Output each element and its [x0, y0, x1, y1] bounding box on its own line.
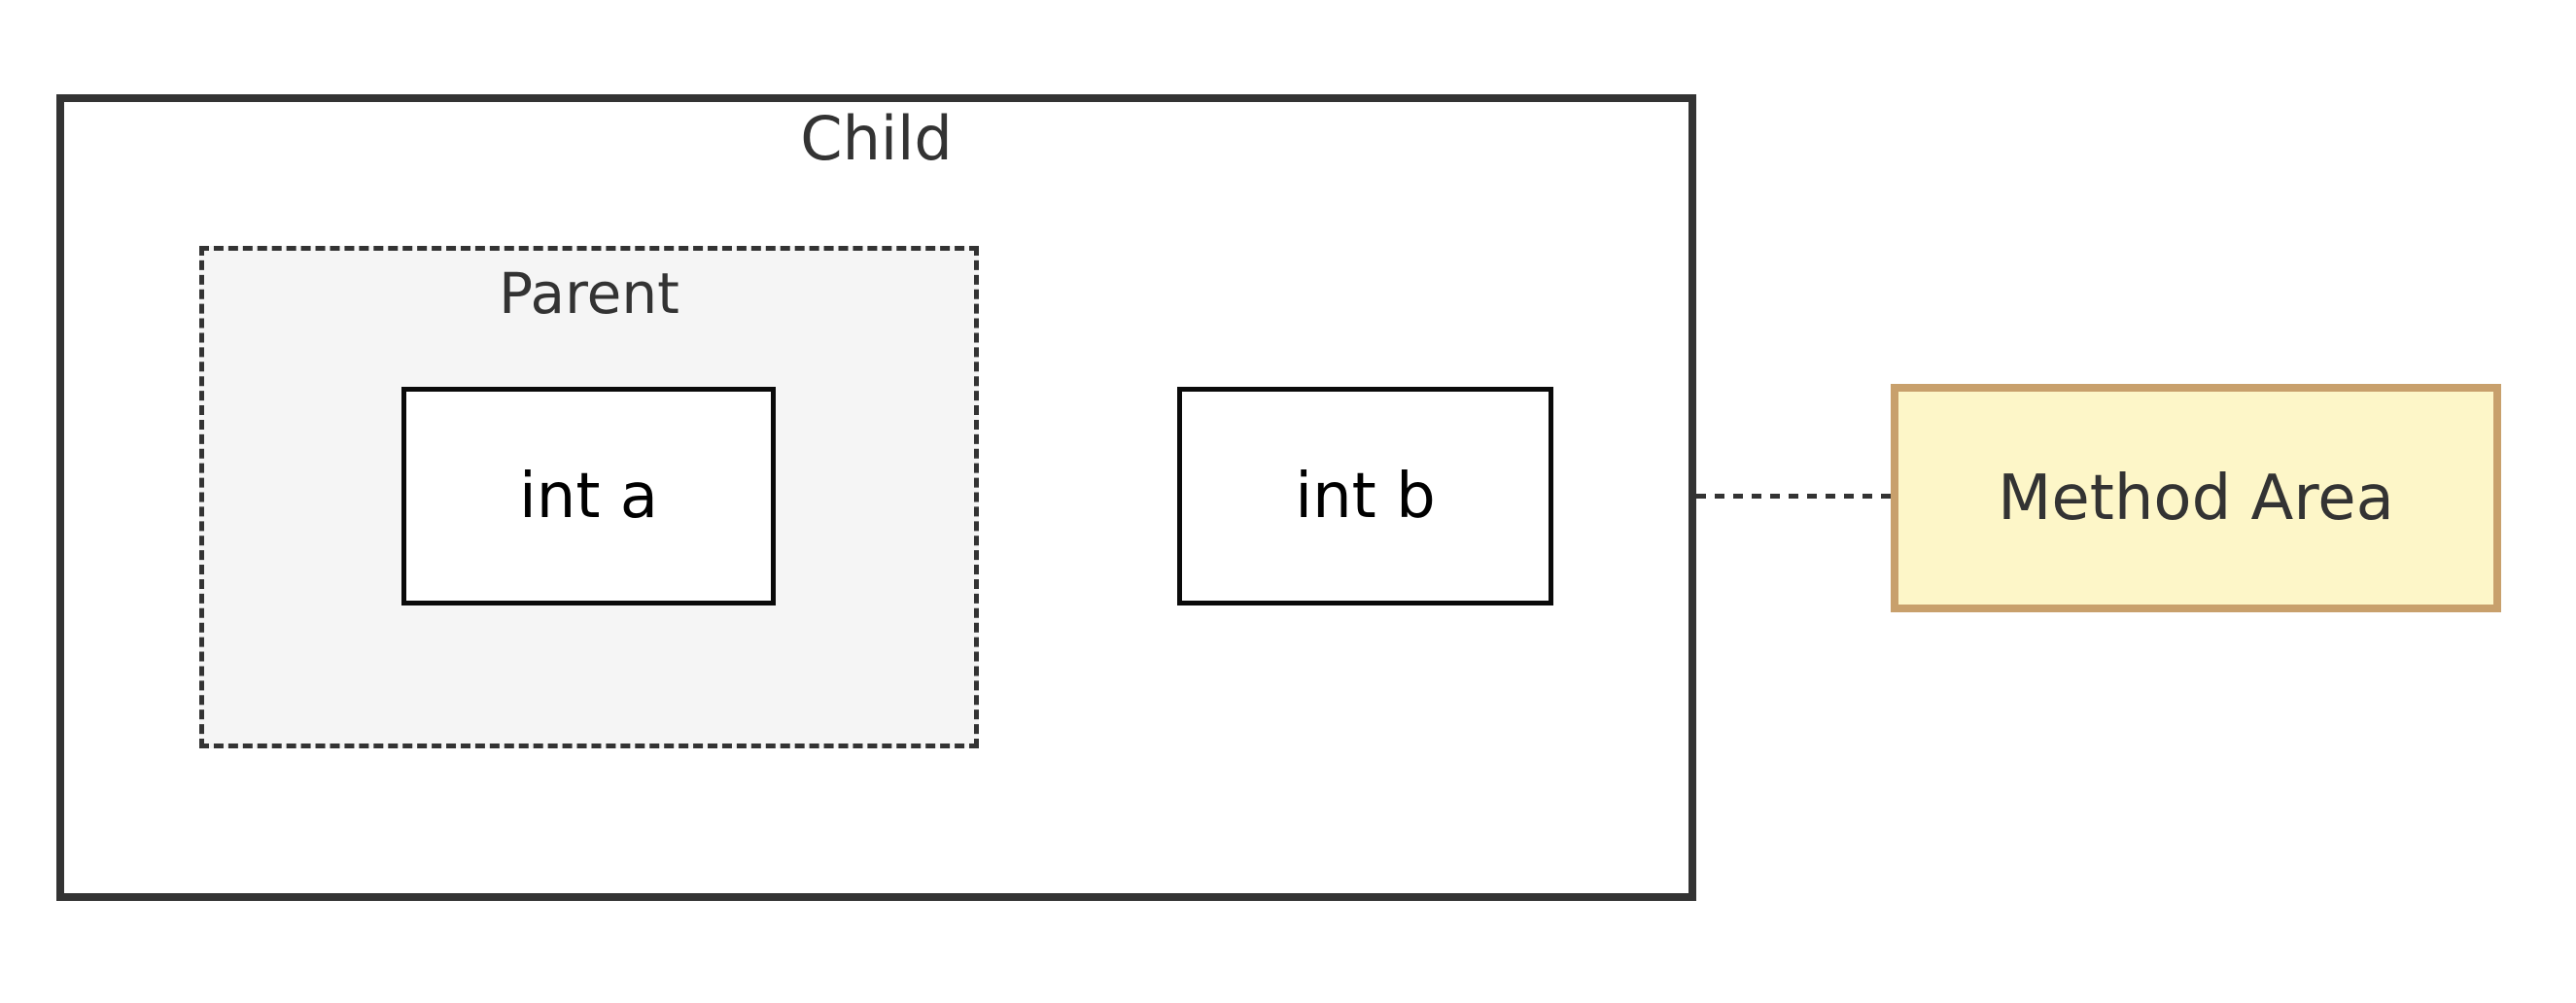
- int-a-label: int a: [519, 460, 658, 533]
- method-area-node: Method Area: [1891, 384, 2501, 612]
- int-a-node: int a: [401, 387, 776, 605]
- child-to-method-area-dotted-edge: [1696, 494, 1891, 499]
- child-subgraph-label: Child: [800, 103, 953, 174]
- parent-subgraph-label: Parent: [499, 260, 679, 327]
- int-b-label: int b: [1295, 460, 1436, 533]
- int-b-node: int b: [1177, 387, 1553, 605]
- method-area-label: Method Area: [1998, 462, 2394, 535]
